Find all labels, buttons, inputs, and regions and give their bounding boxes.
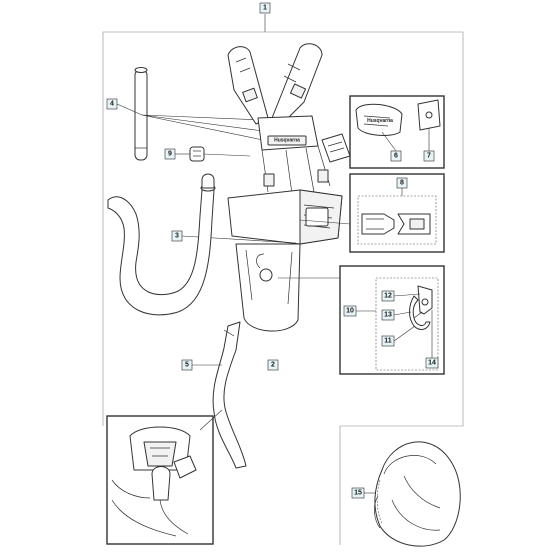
callout-5-label: 5: [185, 362, 189, 369]
callout-2-label: 2: [271, 362, 275, 369]
callout-11[interactable]: 11: [381, 335, 395, 347]
callout-15[interactable]: 15: [351, 487, 365, 499]
callout-13[interactable]: 13: [381, 309, 395, 321]
callout-6[interactable]: 6: [390, 150, 402, 162]
callout-14-label: 14: [428, 360, 436, 367]
detail-inset: [106, 409, 223, 545]
pad-part-6: Husqvarna: [355, 103, 403, 136]
box-6-7: [349, 95, 445, 169]
callout-1-label: 1: [263, 5, 267, 12]
callout-8-label: 8: [400, 180, 404, 187]
inset-logo: Husqvarna: [367, 118, 393, 124]
callout-10-label: 10: [346, 308, 354, 315]
callout-2[interactable]: 2: [267, 359, 279, 371]
callout-8[interactable]: 8: [396, 177, 408, 189]
callout-9-label: 9: [168, 151, 172, 158]
chest-plate: Husqvarna: [257, 115, 319, 151]
box-8: [349, 173, 445, 253]
box-10: [339, 265, 445, 375]
callout-9[interactable]: 9: [164, 148, 176, 160]
callout-13-label: 13: [384, 312, 392, 319]
side-buckle: [321, 133, 351, 163]
callout-3-label: 3: [175, 233, 179, 240]
callout-4[interactable]: 4: [106, 98, 118, 110]
shoulder-straps: [227, 43, 323, 125]
hook-part-10: [409, 285, 433, 330]
callout-11-label: 11: [384, 338, 392, 345]
callout-14[interactable]: 14: [425, 357, 439, 369]
callout-15-label: 15: [354, 490, 362, 497]
connector-straps: [261, 145, 331, 195]
cover-bag-part-15: [374, 441, 461, 547]
callout-7[interactable]: 7: [423, 150, 435, 162]
curved-tube-part: [107, 173, 216, 316]
callout-12[interactable]: 12: [381, 290, 395, 302]
callout-7-label: 7: [427, 153, 431, 160]
long-strap-part-5: [212, 321, 247, 469]
hip-belt: [227, 189, 343, 245]
callout-1[interactable]: 1: [259, 2, 271, 14]
rod-part: [134, 67, 148, 161]
callout-12-label: 12: [384, 293, 392, 300]
chest-plate-logo: Husqvarna: [274, 138, 300, 144]
callout-10[interactable]: 10: [343, 305, 357, 317]
callout-3[interactable]: 3: [171, 230, 183, 242]
tag-part-7: [417, 99, 441, 131]
assembly-frame: [102, 14, 464, 545]
lower-hook-pad: [235, 243, 301, 332]
callout-6-label: 6: [394, 153, 398, 160]
callout-5[interactable]: 5: [181, 359, 193, 371]
buckle-part-8: [361, 213, 431, 235]
callout-4-label: 4: [110, 101, 114, 108]
small-clip-part: [189, 146, 205, 162]
